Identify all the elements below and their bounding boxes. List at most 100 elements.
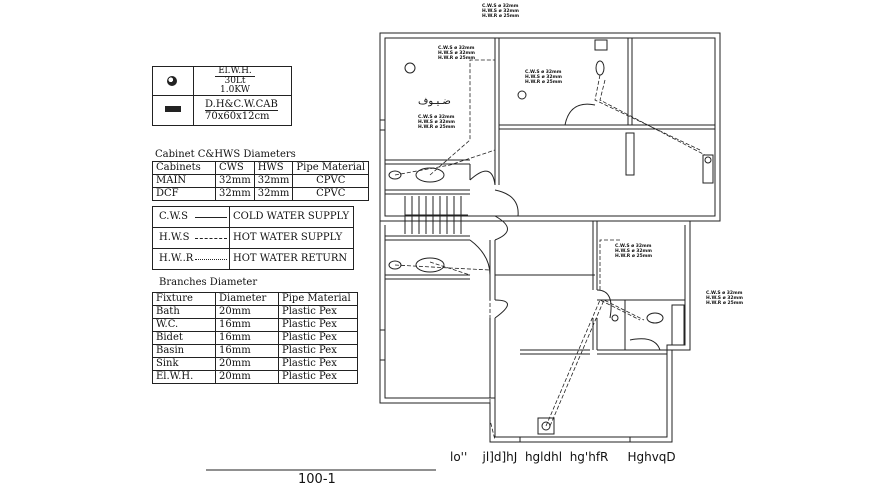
table-cell: El.W.H. xyxy=(152,370,216,384)
legend-code: H.W.S xyxy=(159,232,190,243)
table-header-cell: Pipe Material xyxy=(292,161,370,175)
pipe-note-line: H.W.S ø 32mm xyxy=(706,296,743,301)
lower-outer-wall xyxy=(379,221,691,443)
table-cell: 32mm xyxy=(215,174,255,188)
pipe-note-line: H.W.R ø 25mm xyxy=(615,254,653,259)
table-cell: 16mm xyxy=(215,344,279,358)
table-cell: 16mm xyxy=(215,331,279,345)
table-cell: 16mm xyxy=(215,318,279,332)
table-row: Basin 16mm Plastic Pex xyxy=(152,344,358,358)
outer-wall xyxy=(379,32,721,222)
table-cell: 32mm xyxy=(253,174,294,188)
table-cell: 20mm xyxy=(215,357,279,371)
scale-label: 100-1 xyxy=(298,472,336,487)
solid-line-icon xyxy=(195,217,227,218)
table-cell: DCF xyxy=(152,187,216,201)
pipe-note-line: C.W.S ø 32mm xyxy=(525,70,562,75)
table-header-cell: Diameter xyxy=(215,292,279,306)
legend-code: C.W.S xyxy=(159,211,189,222)
table-cell: W.C. xyxy=(152,318,216,332)
cabinet-table-title: Cabinet C&HWS Diameters xyxy=(155,149,296,160)
table-header-cell: Fixture xyxy=(152,292,216,306)
legend-label: COLD WATER SUPPLY xyxy=(233,211,350,222)
table-cell: Plastic Pex xyxy=(278,318,358,332)
branches-table: Fixture Diameter Pipe Material Bath 20mm… xyxy=(152,292,358,384)
table-row: Sink 20mm Plastic Pex xyxy=(152,357,358,371)
heater-symbol-icon xyxy=(167,76,177,86)
table-cell: Plastic Pex xyxy=(278,344,358,358)
pipe-note-line: C.W.S ø 32mm xyxy=(615,244,652,249)
table-cell: Plastic Pex xyxy=(278,357,358,371)
table-row: MAIN 32mm 32mm CPVC xyxy=(152,174,370,188)
dashed-line-icon xyxy=(195,238,227,239)
table-cell: Basin xyxy=(152,344,216,358)
cabinet-line-1: D.H&C.W.CAB xyxy=(205,99,278,111)
table-header-cell: Cabinets xyxy=(152,161,216,175)
table-row: W.C. 16mm Plastic Pex xyxy=(152,318,358,332)
pipe-note-line: H.W.R ø 25mm xyxy=(438,56,476,61)
table-cell: 20mm xyxy=(215,370,279,384)
legend-row: C.W.S COLD WATER SUPPLY xyxy=(153,207,353,228)
heater-line-2: 30Lt xyxy=(224,76,246,86)
table-header-cell: CWS xyxy=(215,161,255,175)
legend-label: HOT WATER SUPPLY xyxy=(233,232,343,243)
branches-table-header: Fixture Diameter Pipe Material xyxy=(152,292,358,306)
room-label: ضـيـوف xyxy=(418,96,451,107)
legend-col-divider xyxy=(229,207,230,269)
table-row: DCF 32mm 32mm CPVC xyxy=(152,187,370,201)
pipe-note: C.W.S ø 32mm H.W.S ø 32mm H.W.R ø 25mm xyxy=(615,244,652,259)
pipe-note: C.W.S ø 32mm H.W.S ø 32mm H.W.R ø 25mm xyxy=(482,4,519,19)
table-cell: CPVC xyxy=(292,174,370,188)
table-cell: Bidet xyxy=(152,331,216,345)
heater-label: El.W.H. 30Lt 1.0KW xyxy=(215,67,255,95)
table-cell: MAIN xyxy=(152,174,216,188)
table-cell: Plastic Pex xyxy=(278,370,358,384)
pipe-note-line: H.W.R ø 25mm xyxy=(482,14,520,19)
table-row: El.W.H. 20mm Plastic Pex xyxy=(152,370,358,384)
table-row: Bidet 16mm Plastic Pex xyxy=(152,331,358,345)
table-cell: Sink xyxy=(152,357,216,371)
pipe-note-line: H.W.S ø 32mm xyxy=(418,120,455,125)
cabinet-table: Cabinets CWS HWS Pipe Material MAIN 32mm… xyxy=(152,161,370,201)
heater-line-3: 1.0KW xyxy=(220,85,250,95)
legend-row: H.W.S HOT WATER SUPPLY xyxy=(153,228,353,249)
legend-row: H.W..R HOT WATER RETURN xyxy=(153,249,353,269)
line-legend: C.W.S COLD WATER SUPPLY H.W.S HOT WATER … xyxy=(152,206,354,270)
pipe-note-line: H.W.S ø 32mm xyxy=(525,75,562,80)
drawing-caption: lo'' jl]d]hJ hgldhl hg'hfR HghvqD xyxy=(450,450,676,464)
pipe-note-line: H.W.S ø 32mm xyxy=(482,9,519,14)
cabinet-line-2: 70x60x12cm xyxy=(205,111,270,122)
table-header-cell: HWS xyxy=(253,161,294,175)
pipe-note-line: C.W.S ø 32mm xyxy=(418,115,455,120)
pipe-note: C.W.S ø 32mm H.W.S ø 32mm H.W.R ø 25mm xyxy=(525,70,562,85)
table-cell: 32mm xyxy=(215,187,255,201)
pipe-note-line: C.W.S ø 32mm xyxy=(438,46,475,51)
cabinet-label: D.H&C.W.CAB 70x60x12cm xyxy=(205,99,278,122)
table-cell: 20mm xyxy=(215,305,279,319)
pipe-note-line: H.W.R ø 25mm xyxy=(706,301,744,306)
pipe-note: C.W.S ø 32mm H.W.S ø 32mm H.W.R ø 25mm xyxy=(418,115,455,130)
table-header-cell: Pipe Material xyxy=(278,292,358,306)
heater-line-1: El.W.H. xyxy=(215,67,255,77)
table-cell: Plastic Pex xyxy=(278,305,358,319)
legend-code: H.W..R xyxy=(159,253,194,264)
pipe-run-upper xyxy=(394,149,496,176)
pipe-note-line: H.W.R ø 25mm xyxy=(418,125,456,130)
table-cell: Plastic Pex xyxy=(278,331,358,345)
pipe-note-line: H.W.S ø 32mm xyxy=(438,51,475,56)
cabinet-symbol-icon xyxy=(165,106,181,112)
pipe-note: C.W.S ø 32mm H.W.S ø 32mm H.W.R ø 25mm xyxy=(438,46,475,61)
table-cell: Bath xyxy=(152,305,216,319)
pipe-note-line: H.W.S ø 32mm xyxy=(615,249,652,254)
legend-label: HOT WATER RETURN xyxy=(233,253,348,264)
table-row: Bath 20mm Plastic Pex xyxy=(152,305,358,319)
dash-dot-line-icon xyxy=(195,259,227,260)
pipe-note-line: C.W.S ø 32mm xyxy=(482,4,519,9)
table-cell: CPVC xyxy=(292,187,370,201)
pipe-note-line: H.W.R ø 25mm xyxy=(525,80,563,85)
cabinet-table-header: Cabinets CWS HWS Pipe Material xyxy=(152,161,370,175)
table-cell: 32mm xyxy=(253,187,294,201)
heater-legend-divider xyxy=(153,95,291,96)
pipe-note: C.W.S ø 32mm H.W.S ø 32mm H.W.R ø 25mm xyxy=(706,291,743,306)
